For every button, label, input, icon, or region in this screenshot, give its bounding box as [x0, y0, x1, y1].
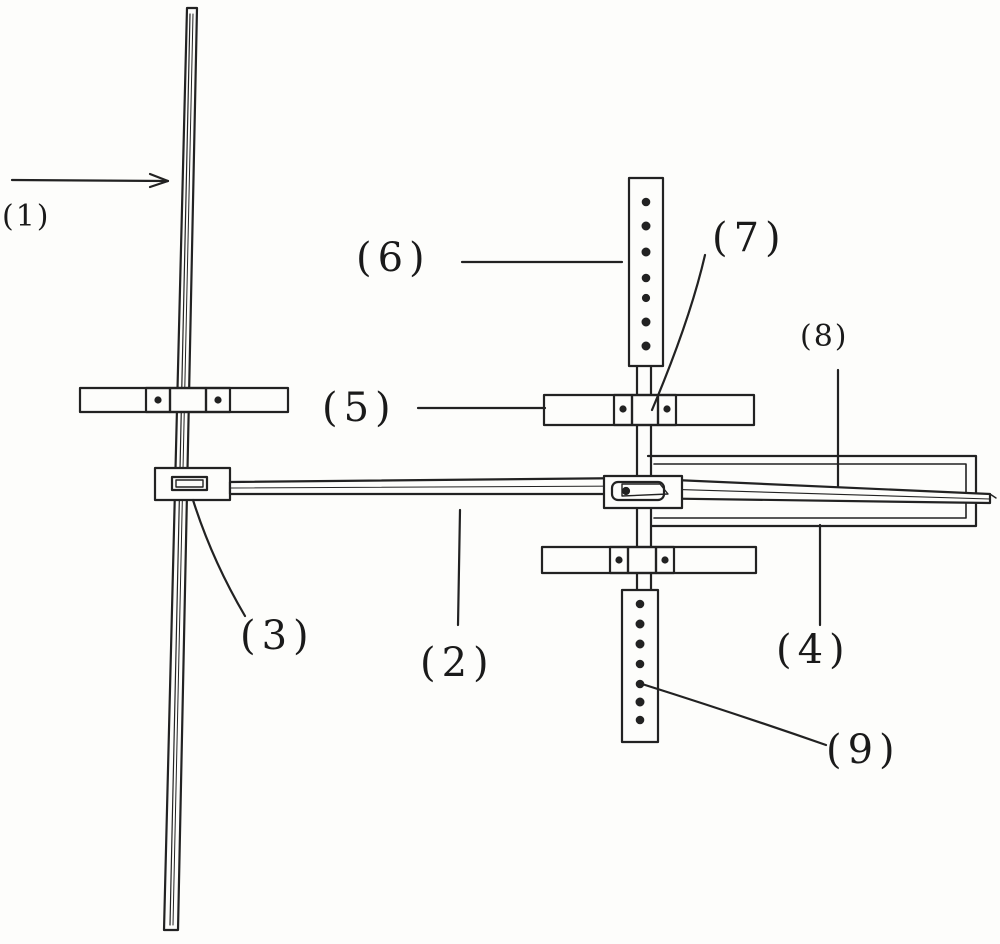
inner-rod — [628, 476, 997, 505]
left-crossbar — [78, 386, 290, 414]
leader-arrow-1 — [148, 172, 170, 189]
upper-perforated-strip — [627, 176, 665, 368]
lower-crossbar — [540, 545, 758, 575]
label-1: (1) — [2, 199, 51, 234]
label-8: (8) — [800, 319, 849, 354]
label-6: (6) — [356, 235, 431, 281]
lower-perforated-strip — [620, 588, 660, 744]
label-3: (3) — [240, 613, 315, 659]
horizontal-rod — [228, 476, 639, 496]
label-9: (9) — [826, 727, 901, 773]
leader-line-9 — [640, 682, 828, 747]
label-4: (4) — [776, 627, 851, 673]
rod-joint — [602, 474, 684, 510]
label-2: (2) — [420, 640, 495, 686]
upper-right-crossbar — [542, 393, 756, 427]
outer-u-frame — [646, 454, 978, 528]
leader-line-2 — [456, 508, 462, 627]
leader-line-7 — [650, 253, 707, 412]
leader-line-3 — [191, 498, 247, 618]
leader-line-1 — [10, 178, 170, 183]
clamp-block — [153, 466, 232, 502]
label-7: (7) — [712, 215, 787, 261]
label-5: (5) — [322, 385, 397, 431]
